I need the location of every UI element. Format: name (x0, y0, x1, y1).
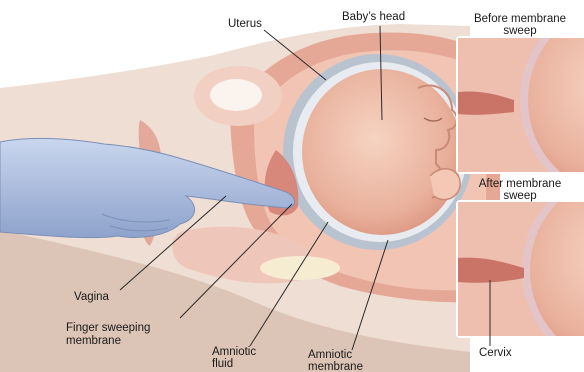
bladder-highlight (210, 79, 262, 111)
label-membrane-2: membrane (308, 361, 363, 372)
baby-ear (430, 169, 460, 200)
label-cervix: Cervix (479, 347, 512, 359)
label-finger-1: Finger sweeping (66, 322, 150, 334)
label-fluid-2: fluid (212, 358, 233, 370)
label-babys-head: Baby’s head (342, 11, 405, 23)
label-uterus: Uterus (228, 18, 262, 30)
label-membrane-1: Amniotic (308, 349, 352, 361)
label-before-sweep-2: sweep (503, 25, 536, 37)
label-before-sweep-1: Before membrane (474, 13, 566, 25)
label-fluid-1: Amniotic (212, 346, 256, 358)
pelvic-bone (260, 256, 340, 280)
label-finger-2: membrane (66, 335, 121, 347)
baby-head (302, 69, 462, 235)
label-after-sweep-2: sweep (503, 190, 536, 202)
label-after-sweep-1: After membrane (479, 178, 561, 190)
label-vagina: Vagina (74, 291, 110, 303)
